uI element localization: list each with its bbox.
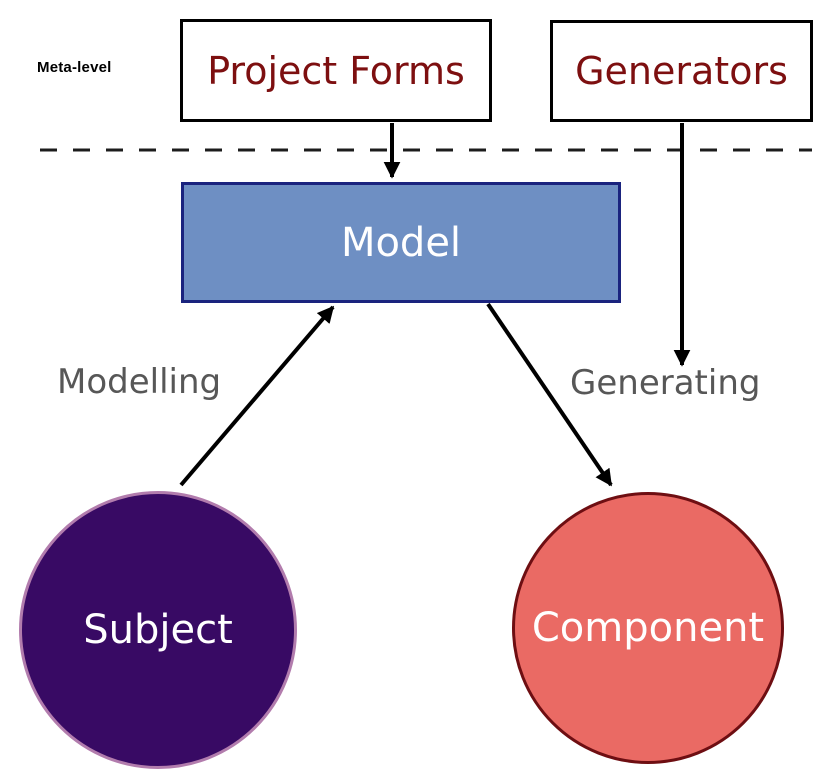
edge-label-generating: Generating (570, 363, 761, 403)
node-subject: Subject (19, 491, 297, 769)
node-component: Component (512, 492, 784, 764)
meta-level-label: Meta-level (37, 59, 112, 76)
node-model: Model (181, 182, 621, 303)
node-generators: Generators (550, 20, 813, 122)
node-project-forms: Project Forms (180, 19, 492, 122)
edge-label-modelling: Modelling (57, 362, 222, 402)
